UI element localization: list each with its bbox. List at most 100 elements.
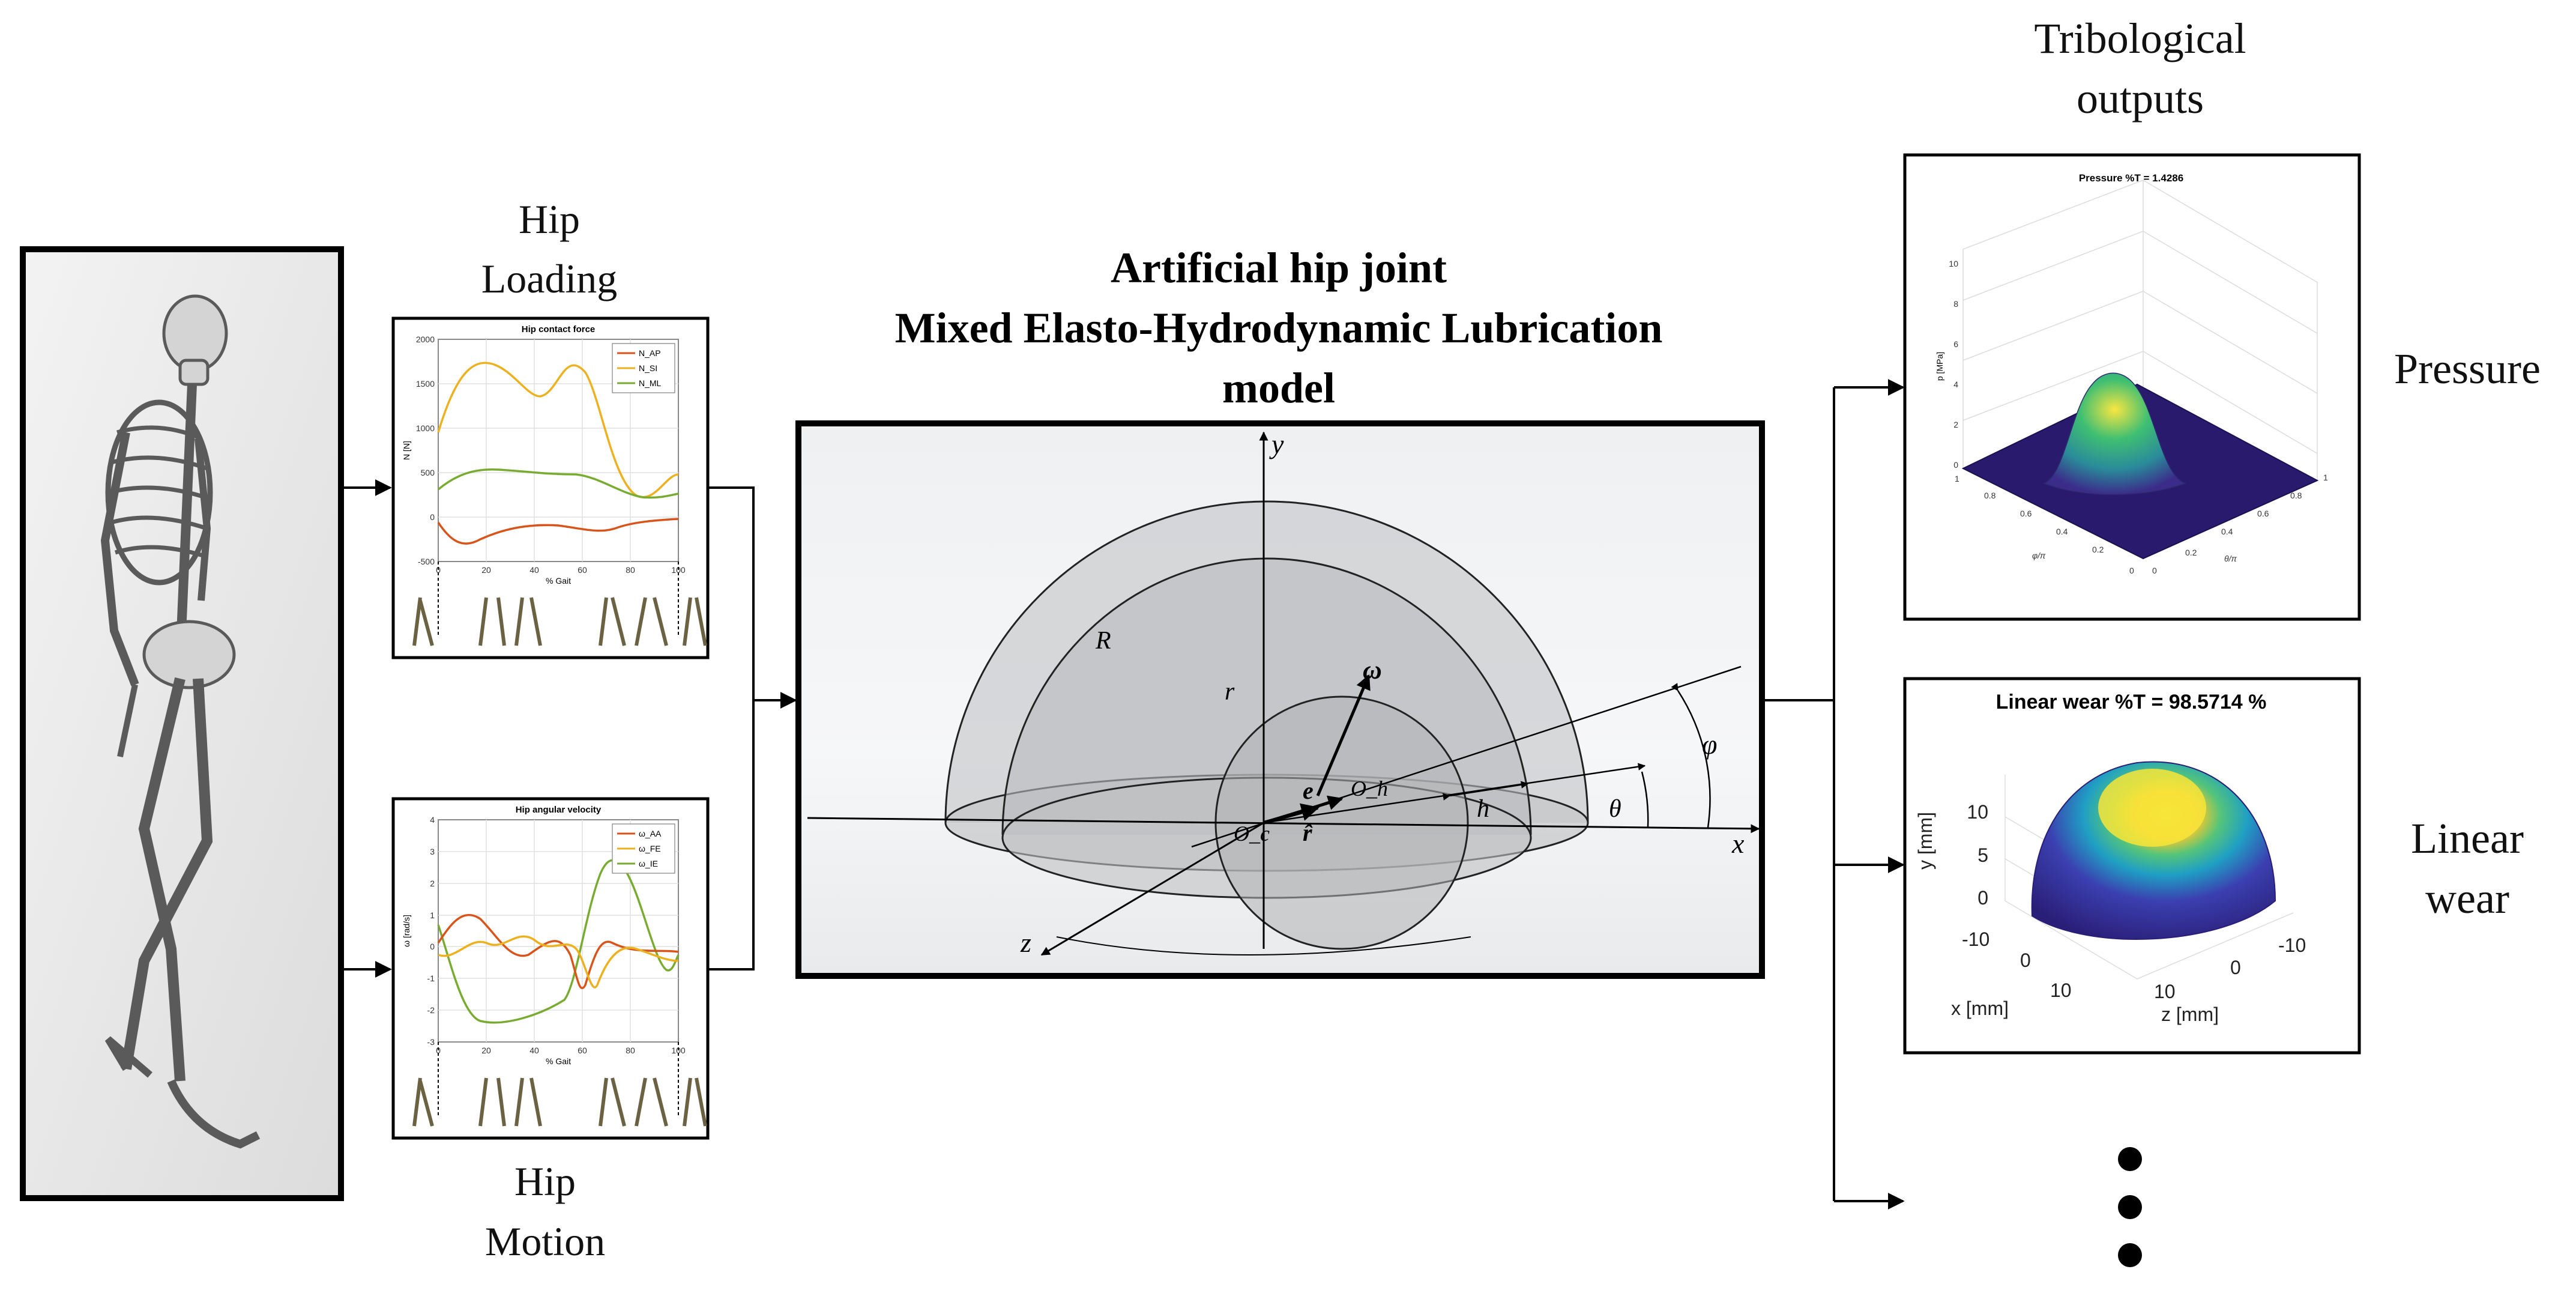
pressure-peak xyxy=(2043,372,2187,495)
omega-label: ω xyxy=(1363,655,1382,685)
force-legend-si: N_SI xyxy=(639,363,657,373)
velocity-curve-fe xyxy=(437,913,679,990)
radial-unit-label: r̂ xyxy=(1303,819,1313,846)
velocity-ytick: 4 xyxy=(430,815,435,825)
axis-y-label: y xyxy=(1269,429,1284,459)
wear-xtick: 10 xyxy=(2050,980,2072,1001)
force-ytick: 500 xyxy=(421,468,435,477)
pressure-zlabel: p [MPa] xyxy=(1935,352,1944,381)
force-ytick: 0 xyxy=(430,512,435,522)
wear-label-line1: Linear xyxy=(2411,814,2524,862)
wear-ytick: 0 xyxy=(1977,887,1988,909)
wear-ytick: 5 xyxy=(1977,844,1988,866)
wear-zlabel: z [mm] xyxy=(2161,1004,2219,1025)
wear-ylabel: y [mm] xyxy=(1914,812,1936,870)
velocity-legend-aa: ω_AA xyxy=(639,829,662,838)
velocity-xtick: 20 xyxy=(481,1046,491,1055)
force-legend-ml: N_ML xyxy=(639,378,662,388)
skeleton-panel xyxy=(20,246,344,1201)
wear-ytick: 10 xyxy=(1967,801,1988,823)
axis-z-label: z xyxy=(1020,927,1031,958)
pressure-xlabel: φ/π xyxy=(2032,551,2046,560)
model-title-line1: Artificial hip joint xyxy=(1111,244,1447,292)
head-center-label: O_h xyxy=(1351,777,1388,801)
force-xtick: 60 xyxy=(578,565,587,575)
pressure-ytick: 0.8 xyxy=(2290,491,2302,500)
input-connectors xyxy=(342,479,797,978)
wear-xtick: 0 xyxy=(2020,949,2031,971)
force-legend-ap: N_AP xyxy=(639,348,661,358)
axis-x-label: x xyxy=(1731,828,1745,859)
velocity-xtick: 40 xyxy=(529,1046,539,1055)
velocity-ytick: 2 xyxy=(430,879,435,888)
film-thickness-label: h xyxy=(1477,795,1489,823)
linear-wear-plot: Linear wear %T = 98.5714 % 10 5 0 -10 0 … xyxy=(1903,677,2361,1055)
pressure-ytick: 0.4 xyxy=(2221,527,2233,536)
cup-center-label: O_c xyxy=(1234,822,1270,846)
gait-figures-top xyxy=(412,597,707,646)
hip-motion-label-line1: Hip xyxy=(514,1158,576,1204)
wear-label-line2: wear xyxy=(2425,874,2509,922)
pressure-ytick: 1 xyxy=(2323,473,2328,482)
hip-loading-plot: Hip contact force 2000 1500 1000 500 0 -… xyxy=(391,316,710,659)
wear-ztick: -10 xyxy=(2278,934,2306,956)
velocity-ytick: -2 xyxy=(427,1005,435,1015)
pressure-xtick: 0.6 xyxy=(2020,509,2032,518)
skeleton-figure xyxy=(100,294,261,1149)
force-plot-title: Hip contact force xyxy=(522,324,596,335)
phi-label: φ xyxy=(1702,729,1717,760)
pressure-ytick: 0 xyxy=(2152,566,2157,575)
velocity-legend-fe: ω_FE xyxy=(639,844,661,853)
hip-motion-plot: Hip angular velocity 4 3 2 1 0 -1 -2 -3 … xyxy=(391,797,710,1140)
wear-xtick: -10 xyxy=(1962,928,1989,950)
force-ytick: 1500 xyxy=(416,379,435,389)
velocity-ytick: -1 xyxy=(427,974,435,983)
velocity-xlabel: % Gait xyxy=(546,1056,571,1066)
velocity-xtick: 60 xyxy=(578,1046,587,1055)
pressure-label: Pressure xyxy=(2394,345,2541,393)
wear-hotspot xyxy=(2098,769,2206,847)
pressure-ytick: 0.2 xyxy=(2185,548,2197,557)
pressure-ztick: 4 xyxy=(1953,380,1958,389)
pressure-ylabel: θ/π xyxy=(2224,554,2237,563)
outputs-title-line2: outputs xyxy=(2077,74,2204,123)
force-xtick: 80 xyxy=(626,565,635,575)
model-title-line3: model xyxy=(1222,364,1335,412)
pressure-ztick: 8 xyxy=(1953,299,1958,309)
force-xtick: 40 xyxy=(529,565,539,575)
force-curve-ml xyxy=(437,468,679,499)
outputs-title-line1: Tribological xyxy=(2034,14,2246,62)
output-connectors xyxy=(1762,379,1905,1210)
pressure-plot-title: Pressure %T = 1.4286 xyxy=(2079,172,2183,184)
wear-ztick: 10 xyxy=(2154,981,2176,1002)
force-xtick: 20 xyxy=(481,565,491,575)
hip-loading-label-line1: Hip xyxy=(519,196,580,242)
force-ytick: -500 xyxy=(418,557,435,566)
pressure-plot: Pressure %T = 1.4286 10 8 6 4 2 0 p [MPa… xyxy=(1903,153,2361,621)
force-legend: N_AP N_SI N_ML xyxy=(612,343,675,393)
pressure-ytick: 0.6 xyxy=(2257,509,2269,518)
force-curve-ap xyxy=(437,518,679,545)
hip-joint-model-panel: y x z R r ω e O_h O_c r̂ h θ φ xyxy=(795,420,1765,979)
pressure-ztick: 6 xyxy=(1953,339,1958,349)
pressure-ztick: 2 xyxy=(1953,420,1958,429)
velocity-ytick: -3 xyxy=(427,1037,435,1047)
pressure-xtick: 0 xyxy=(2129,566,2134,575)
force-ylabel: N [N] xyxy=(402,441,411,460)
wear-xlabel: x [mm] xyxy=(1951,998,2009,1019)
outer-radius-label: R xyxy=(1095,627,1111,655)
velocity-ytick: 1 xyxy=(430,910,435,920)
pressure-ztick: 0 xyxy=(1953,460,1958,470)
more-outputs-ellipsis xyxy=(2118,1147,2142,1267)
hip-loading-label-line2: Loading xyxy=(481,256,618,301)
force-xlabel: % Gait xyxy=(546,576,571,586)
pressure-xtick: 0.2 xyxy=(2092,545,2104,554)
pressure-xtick: 1 xyxy=(1955,474,1959,483)
velocity-xtick: 80 xyxy=(626,1046,635,1055)
velocity-curve-aa xyxy=(438,935,679,989)
hip-motion-label-line2: Motion xyxy=(485,1219,605,1264)
pressure-xtick: 0.4 xyxy=(2056,527,2068,536)
force-ytick: 2000 xyxy=(416,335,435,344)
velocity-legend-ie: ω_IE xyxy=(639,859,658,868)
